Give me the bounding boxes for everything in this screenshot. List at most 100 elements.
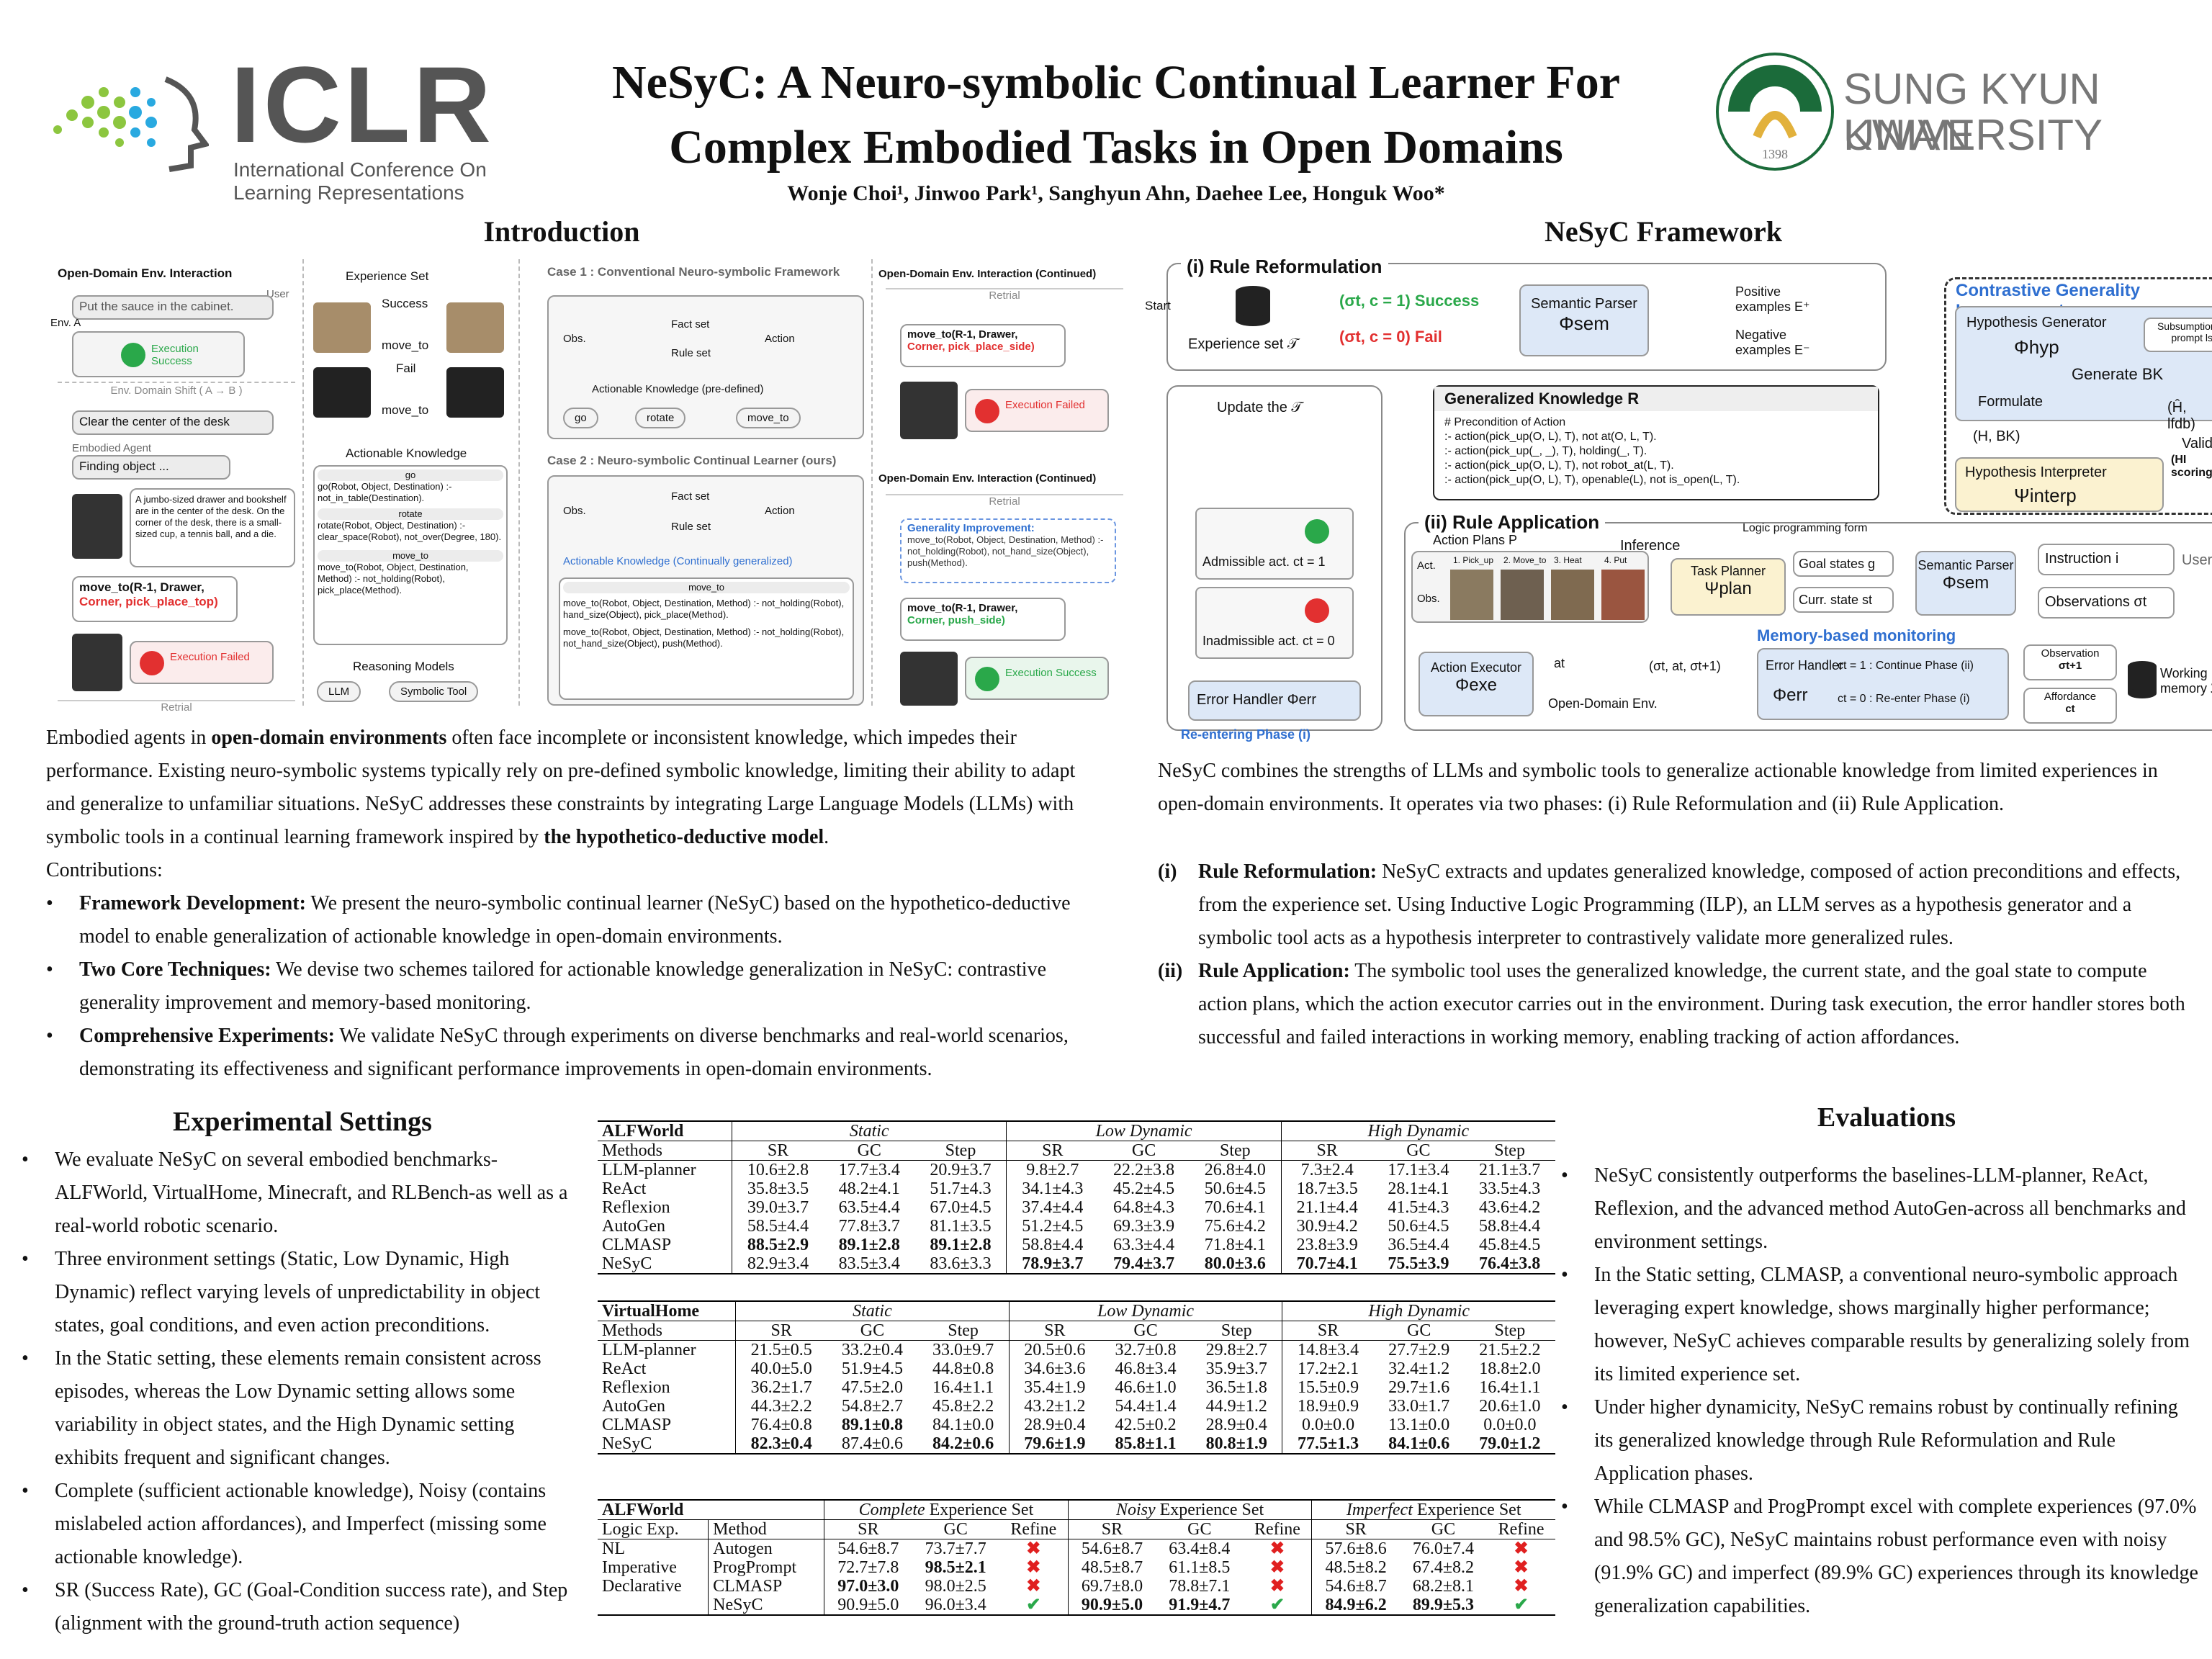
table-value: 63.3±4.4 bbox=[1112, 1236, 1175, 1254]
case1-box: Obs. Fact set Rule set Action Actionable… bbox=[547, 295, 864, 439]
error-handler-2: Error Handler Φerr ct = 1 : Continue Pha… bbox=[1757, 648, 2009, 720]
table-value: 18.9±0.9 bbox=[1282, 1397, 1374, 1416]
contribution-text: We present the neuro-symbolic continual … bbox=[79, 892, 1071, 948]
hypothesis-interpreter: Hypothesis Interpreter Ψinterp bbox=[1955, 457, 2164, 512]
table-group-header: Low Dynamic bbox=[1008, 1300, 1282, 1321]
move-to-fail-cmd: move_to(R-1, Drawer, Corner, pick_place_… bbox=[72, 576, 238, 622]
table-value: 96.0±3.4 bbox=[925, 1596, 986, 1614]
intro-figure: Open-Domain Env. Interaction User Put th… bbox=[43, 259, 1130, 720]
method-name: AutoGen bbox=[602, 1217, 665, 1236]
cross-icon: ✖ bbox=[1269, 1558, 1285, 1577]
move-to-label-1: move_to bbox=[382, 338, 429, 352]
table-col-header: Refine bbox=[1254, 1520, 1300, 1539]
table-group-header: High Dynamic bbox=[1280, 1120, 1555, 1141]
instruction-b: Clear the center of the desk bbox=[72, 410, 274, 435]
contribution-item: Two Core Techniques: We devise two schem… bbox=[46, 953, 1105, 1020]
table-value: 75.6±4.2 bbox=[1204, 1217, 1266, 1236]
table-col-header: GC bbox=[943, 1520, 968, 1539]
table-col-header: GC bbox=[1407, 1321, 1431, 1340]
hl-label: (Ĥ, lfdb) bbox=[2167, 400, 2195, 432]
table-col-header: SR bbox=[1008, 1321, 1100, 1341]
fail-photo-a bbox=[313, 367, 371, 418]
table-value: 72.7±7.8 bbox=[824, 1558, 912, 1577]
table-value: 48.5±8.7 bbox=[1067, 1558, 1156, 1577]
table-value: 21.5±0.5 bbox=[735, 1340, 827, 1359]
iclr-logo-text: ICLR bbox=[230, 44, 494, 165]
table-value: 16.4±1.1 bbox=[1479, 1378, 1541, 1397]
go-rule: go(Robot, Object, Destination) :- not_in… bbox=[318, 481, 452, 503]
case2-box: Obs. Fact set Rule set Action Actionable… bbox=[547, 475, 864, 706]
table-value: 82.9±3.4 bbox=[732, 1254, 824, 1274]
table-value: 16.4±1.1 bbox=[932, 1378, 994, 1397]
inadmissible-box bbox=[1195, 587, 1354, 659]
table-value: 30.9±4.2 bbox=[1280, 1217, 1373, 1236]
contribution-bold: Comprehensive Experiments: bbox=[79, 1025, 335, 1047]
table-value: 54.8±2.7 bbox=[841, 1397, 903, 1416]
domain-shift: Env. Domain Shift ( A → B ) bbox=[58, 382, 295, 397]
table-value: 32.7±0.8 bbox=[1115, 1341, 1177, 1359]
table-value: 17.7±3.4 bbox=[838, 1161, 900, 1179]
table-value: 68.2±8.1 bbox=[1412, 1577, 1475, 1596]
fail-photo-b bbox=[446, 367, 504, 418]
success-photo-b bbox=[446, 302, 504, 353]
err-handler2-label: Error Handler bbox=[1766, 658, 1844, 673]
poster-title: NeSyC: A Neuro-symbolic Continual Learne… bbox=[504, 50, 1728, 180]
table-col-header: GC bbox=[1406, 1141, 1431, 1160]
evaluation-item: In the Static setting, CLMASP, a convent… bbox=[1561, 1259, 2202, 1391]
generate-bk: Generate BK bbox=[2072, 365, 2164, 383]
table-value: 71.8±4.1 bbox=[1204, 1236, 1266, 1254]
table-value: 76.4±0.8 bbox=[735, 1416, 827, 1434]
step-photo bbox=[1501, 570, 1544, 620]
table-col-header: GC bbox=[860, 1321, 885, 1340]
generality-box: Generality Improvement: move_to(Robot, O… bbox=[900, 518, 1116, 583]
table-value: 20.9±3.7 bbox=[930, 1161, 992, 1179]
group-italic: Complete bbox=[858, 1501, 925, 1519]
step-label: 1. Pick_up bbox=[1453, 555, 1494, 565]
generalized-knowledge-box: Generalized Knowledge R # Precondition o… bbox=[1433, 385, 1879, 500]
item-text: The symbolic tool uses the generalized k… bbox=[1198, 960, 2185, 1048]
table-col-header: Step bbox=[948, 1321, 979, 1340]
item-num: (ii) bbox=[1158, 960, 1183, 982]
table-value: 39.0±3.7 bbox=[732, 1198, 824, 1217]
curr-state: Curr. state st bbox=[1793, 587, 1894, 613]
ak-title: Actionable Knowledge bbox=[346, 446, 467, 460]
case2-obs: Obs. bbox=[563, 505, 586, 517]
table-value: 36.5±1.8 bbox=[1205, 1378, 1267, 1397]
table-value: 22.2±3.8 bbox=[1112, 1161, 1175, 1179]
table-value: 17.1±3.4 bbox=[1388, 1161, 1449, 1179]
method-name: CLMASP bbox=[602, 1416, 672, 1434]
table-value: 20.5±0.6 bbox=[1008, 1340, 1100, 1359]
retrial-label-3: Retrial bbox=[886, 494, 1123, 508]
table-value: 63.4±8.4 bbox=[1169, 1539, 1231, 1558]
phi-exe: Φexe bbox=[1455, 675, 1497, 695]
settings-item: Complete (sufficient actionable knowledg… bbox=[22, 1475, 576, 1574]
table-value: 51.2±4.5 bbox=[1006, 1217, 1099, 1236]
table-value: 78.9±3.7 bbox=[1006, 1254, 1099, 1274]
env-b-description: A jumbo-sized drawer and bookshelf are i… bbox=[130, 488, 295, 567]
case2-title: Case 2 : Neuro-symbolic Continual Learne… bbox=[547, 454, 837, 467]
group-rest: Experience Set bbox=[1155, 1501, 1264, 1519]
contribution-item: Framework Development: We present the ne… bbox=[46, 887, 1105, 953]
error-handler-1: Error Handler Φerr bbox=[1188, 680, 1361, 721]
evaluation-item: NeSyC consistently outperforms the basel… bbox=[1561, 1159, 2202, 1259]
case1-title: Case 1 : Conventional Neuro-symbolic Fra… bbox=[547, 265, 840, 279]
table-value: 36.5±4.4 bbox=[1388, 1236, 1449, 1254]
move-to-push: move_to(R-1, Drawer, Corner, push_side) bbox=[900, 598, 1066, 641]
table-value: 21.1±4.4 bbox=[1280, 1198, 1373, 1217]
exec-failed-label: Execution Failed bbox=[170, 651, 250, 663]
table-value: 17.2±2.1 bbox=[1282, 1359, 1374, 1378]
table-value: 35.8±3.5 bbox=[732, 1179, 824, 1198]
step-label: 4. Put bbox=[1604, 555, 1627, 565]
affordance-box: Affordance ct bbox=[2023, 688, 2117, 724]
table-value: 76.0±7.4 bbox=[1412, 1539, 1475, 1558]
contributions-list: Framework Development: We present the ne… bbox=[46, 887, 1105, 1086]
memory-monitoring-label: Memory-based monitoring bbox=[1757, 626, 1956, 644]
table-value: 45.2±4.5 bbox=[1112, 1179, 1175, 1198]
table-value: 51.7±4.3 bbox=[930, 1179, 992, 1198]
table-value: 28.9±0.4 bbox=[1205, 1416, 1267, 1434]
cross-icon: ✖ bbox=[1026, 1577, 1041, 1596]
inference-label: Inference bbox=[1620, 538, 1681, 554]
